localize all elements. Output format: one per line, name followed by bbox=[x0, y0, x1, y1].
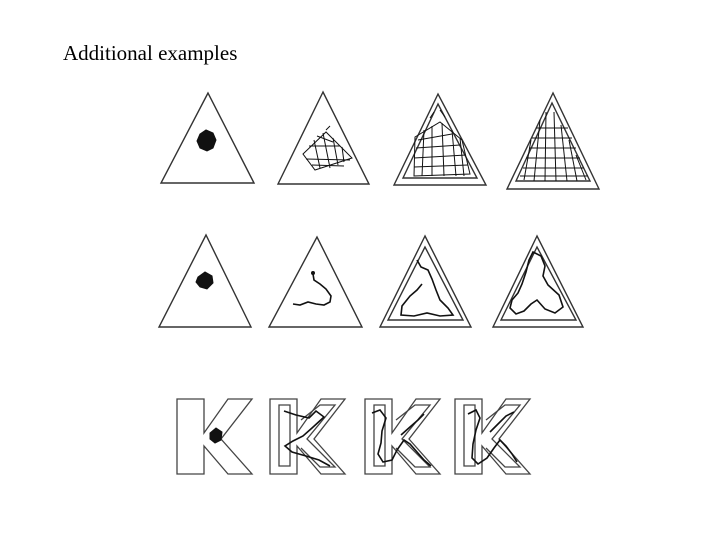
letter-k-panel-3 bbox=[364, 398, 442, 475]
dense-blob bbox=[209, 427, 223, 444]
triangle-path-panel-3 bbox=[378, 234, 473, 328]
row-letter-k bbox=[176, 398, 532, 475]
triangle-grid-panel-4 bbox=[505, 91, 601, 190]
dense-blob bbox=[196, 129, 217, 152]
slide-title: Additional examples bbox=[63, 41, 238, 65]
triangle-path-panel-4 bbox=[491, 234, 585, 328]
row-triangles-grid bbox=[159, 90, 601, 190]
letter-k-panel-4 bbox=[454, 398, 532, 475]
dense-blob bbox=[195, 271, 214, 290]
letter-k-panel-2 bbox=[269, 398, 347, 475]
row-triangles-path bbox=[157, 233, 585, 328]
triangle-path-panel-1 bbox=[157, 233, 253, 328]
letter-k-panel-1 bbox=[176, 398, 254, 475]
triangle-grid-panel-3 bbox=[392, 92, 488, 186]
triangle-grid-panel-1 bbox=[159, 91, 256, 184]
triangle-grid-panel-2 bbox=[276, 90, 371, 185]
triangle-path-panel-2 bbox=[267, 235, 364, 328]
